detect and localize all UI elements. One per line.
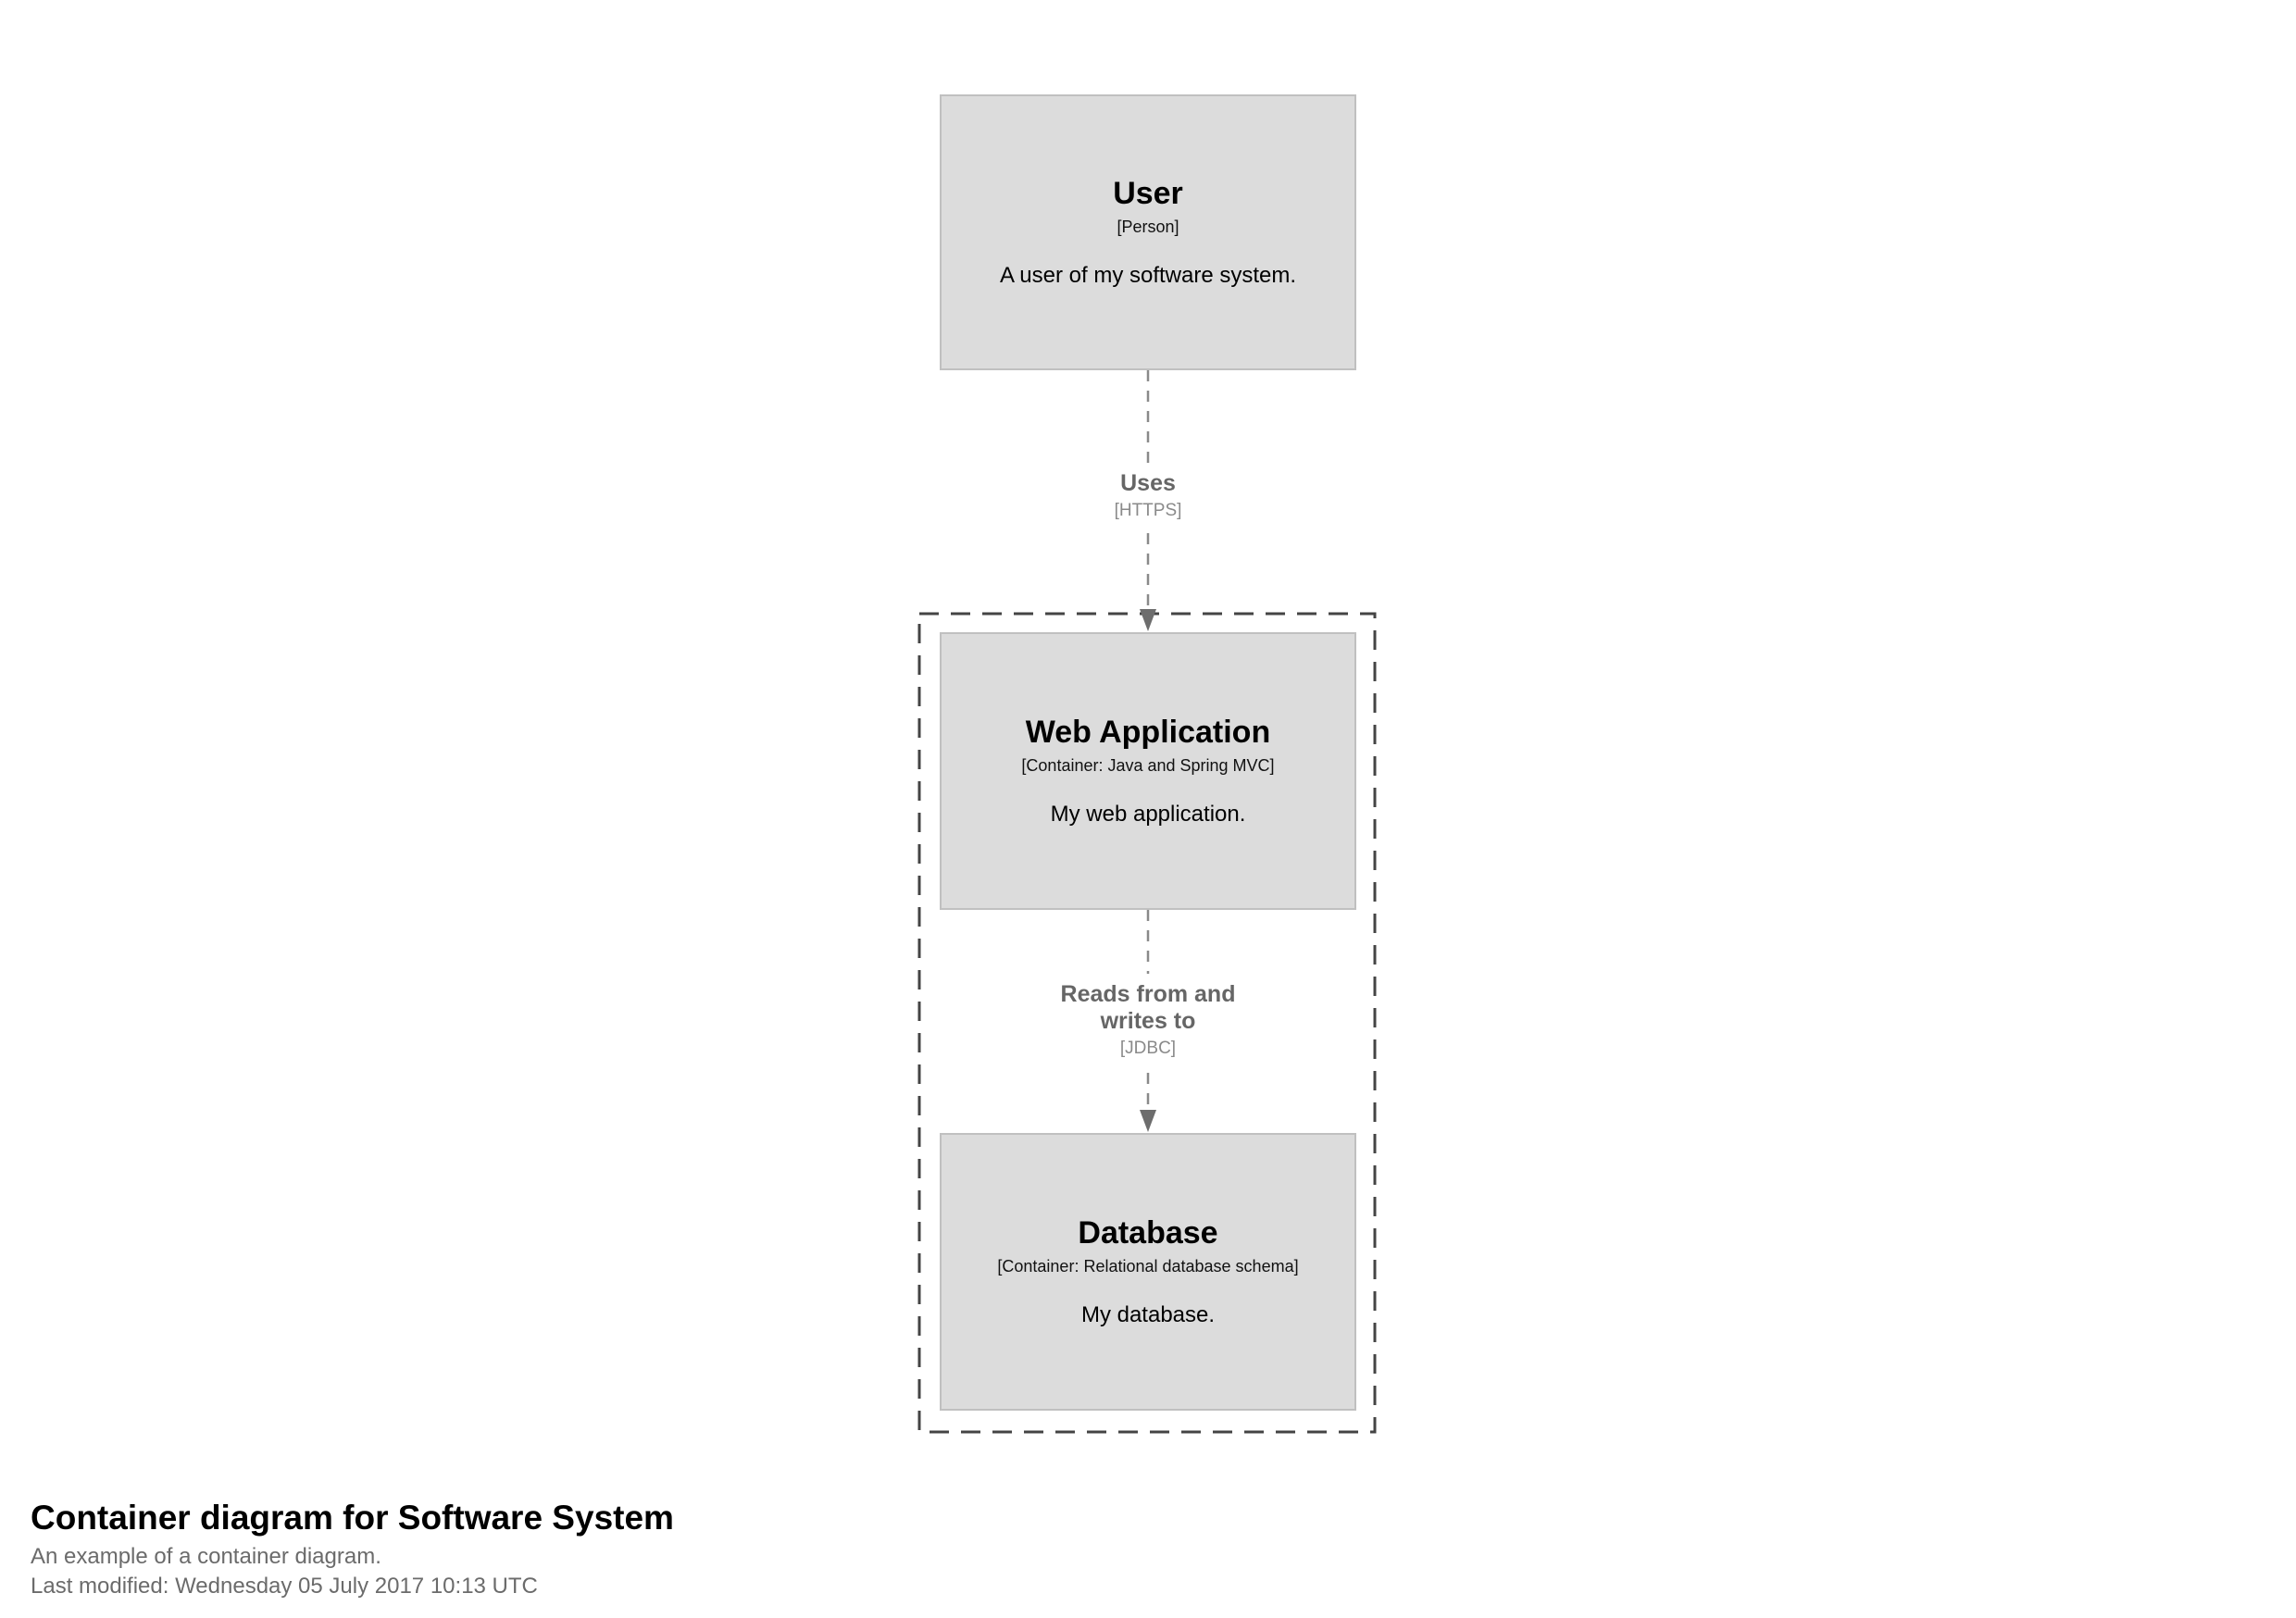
last-modified-text: Last modified: Wednesday 05 July 2017 10… — [31, 1574, 538, 1599]
diagram-footer: Container diagram for Software System An… — [31, 1498, 674, 1600]
element-database: Database [Container: Relational database… — [940, 1133, 1356, 1411]
element-meta: [Container: Java and Spring MVC] — [1021, 756, 1275, 776]
diagram-description: An example of a container diagram. — [31, 1544, 381, 1570]
element-meta: [Container: Relational database schema] — [997, 1257, 1299, 1276]
element-meta: [Person] — [1117, 218, 1179, 237]
element-user: User [Person] A user of my software syst… — [940, 94, 1356, 370]
element-name: Web Application — [1025, 715, 1271, 751]
element-name: User — [1113, 176, 1183, 212]
arrowhead-down-icon — [1140, 1110, 1156, 1132]
element-description: My web application. — [1050, 801, 1246, 827]
element-web-application: Web Application [Container: Java and Spr… — [940, 632, 1356, 910]
relationship-name: Reads from and writes to — [1060, 981, 1236, 1034]
relationship-technology: [JDBC] — [1119, 1039, 1177, 1058]
element-description: A user of my software system. — [999, 262, 1297, 288]
arrowhead-down-icon — [1140, 609, 1156, 631]
diagram-title: Container diagram for Software System — [31, 1499, 674, 1537]
relationship-label-uses: Uses [HTTPS] — [1101, 463, 1195, 529]
element-description: My database. — [1080, 1301, 1216, 1327]
relationship-label-reads-writes: Reads from and writes to [JDBC] — [1038, 974, 1258, 1067]
relationship-technology: [HTTPS] — [1114, 501, 1182, 520]
element-name: Database — [1078, 1215, 1218, 1251]
relationship-name: Uses — [1120, 470, 1176, 496]
